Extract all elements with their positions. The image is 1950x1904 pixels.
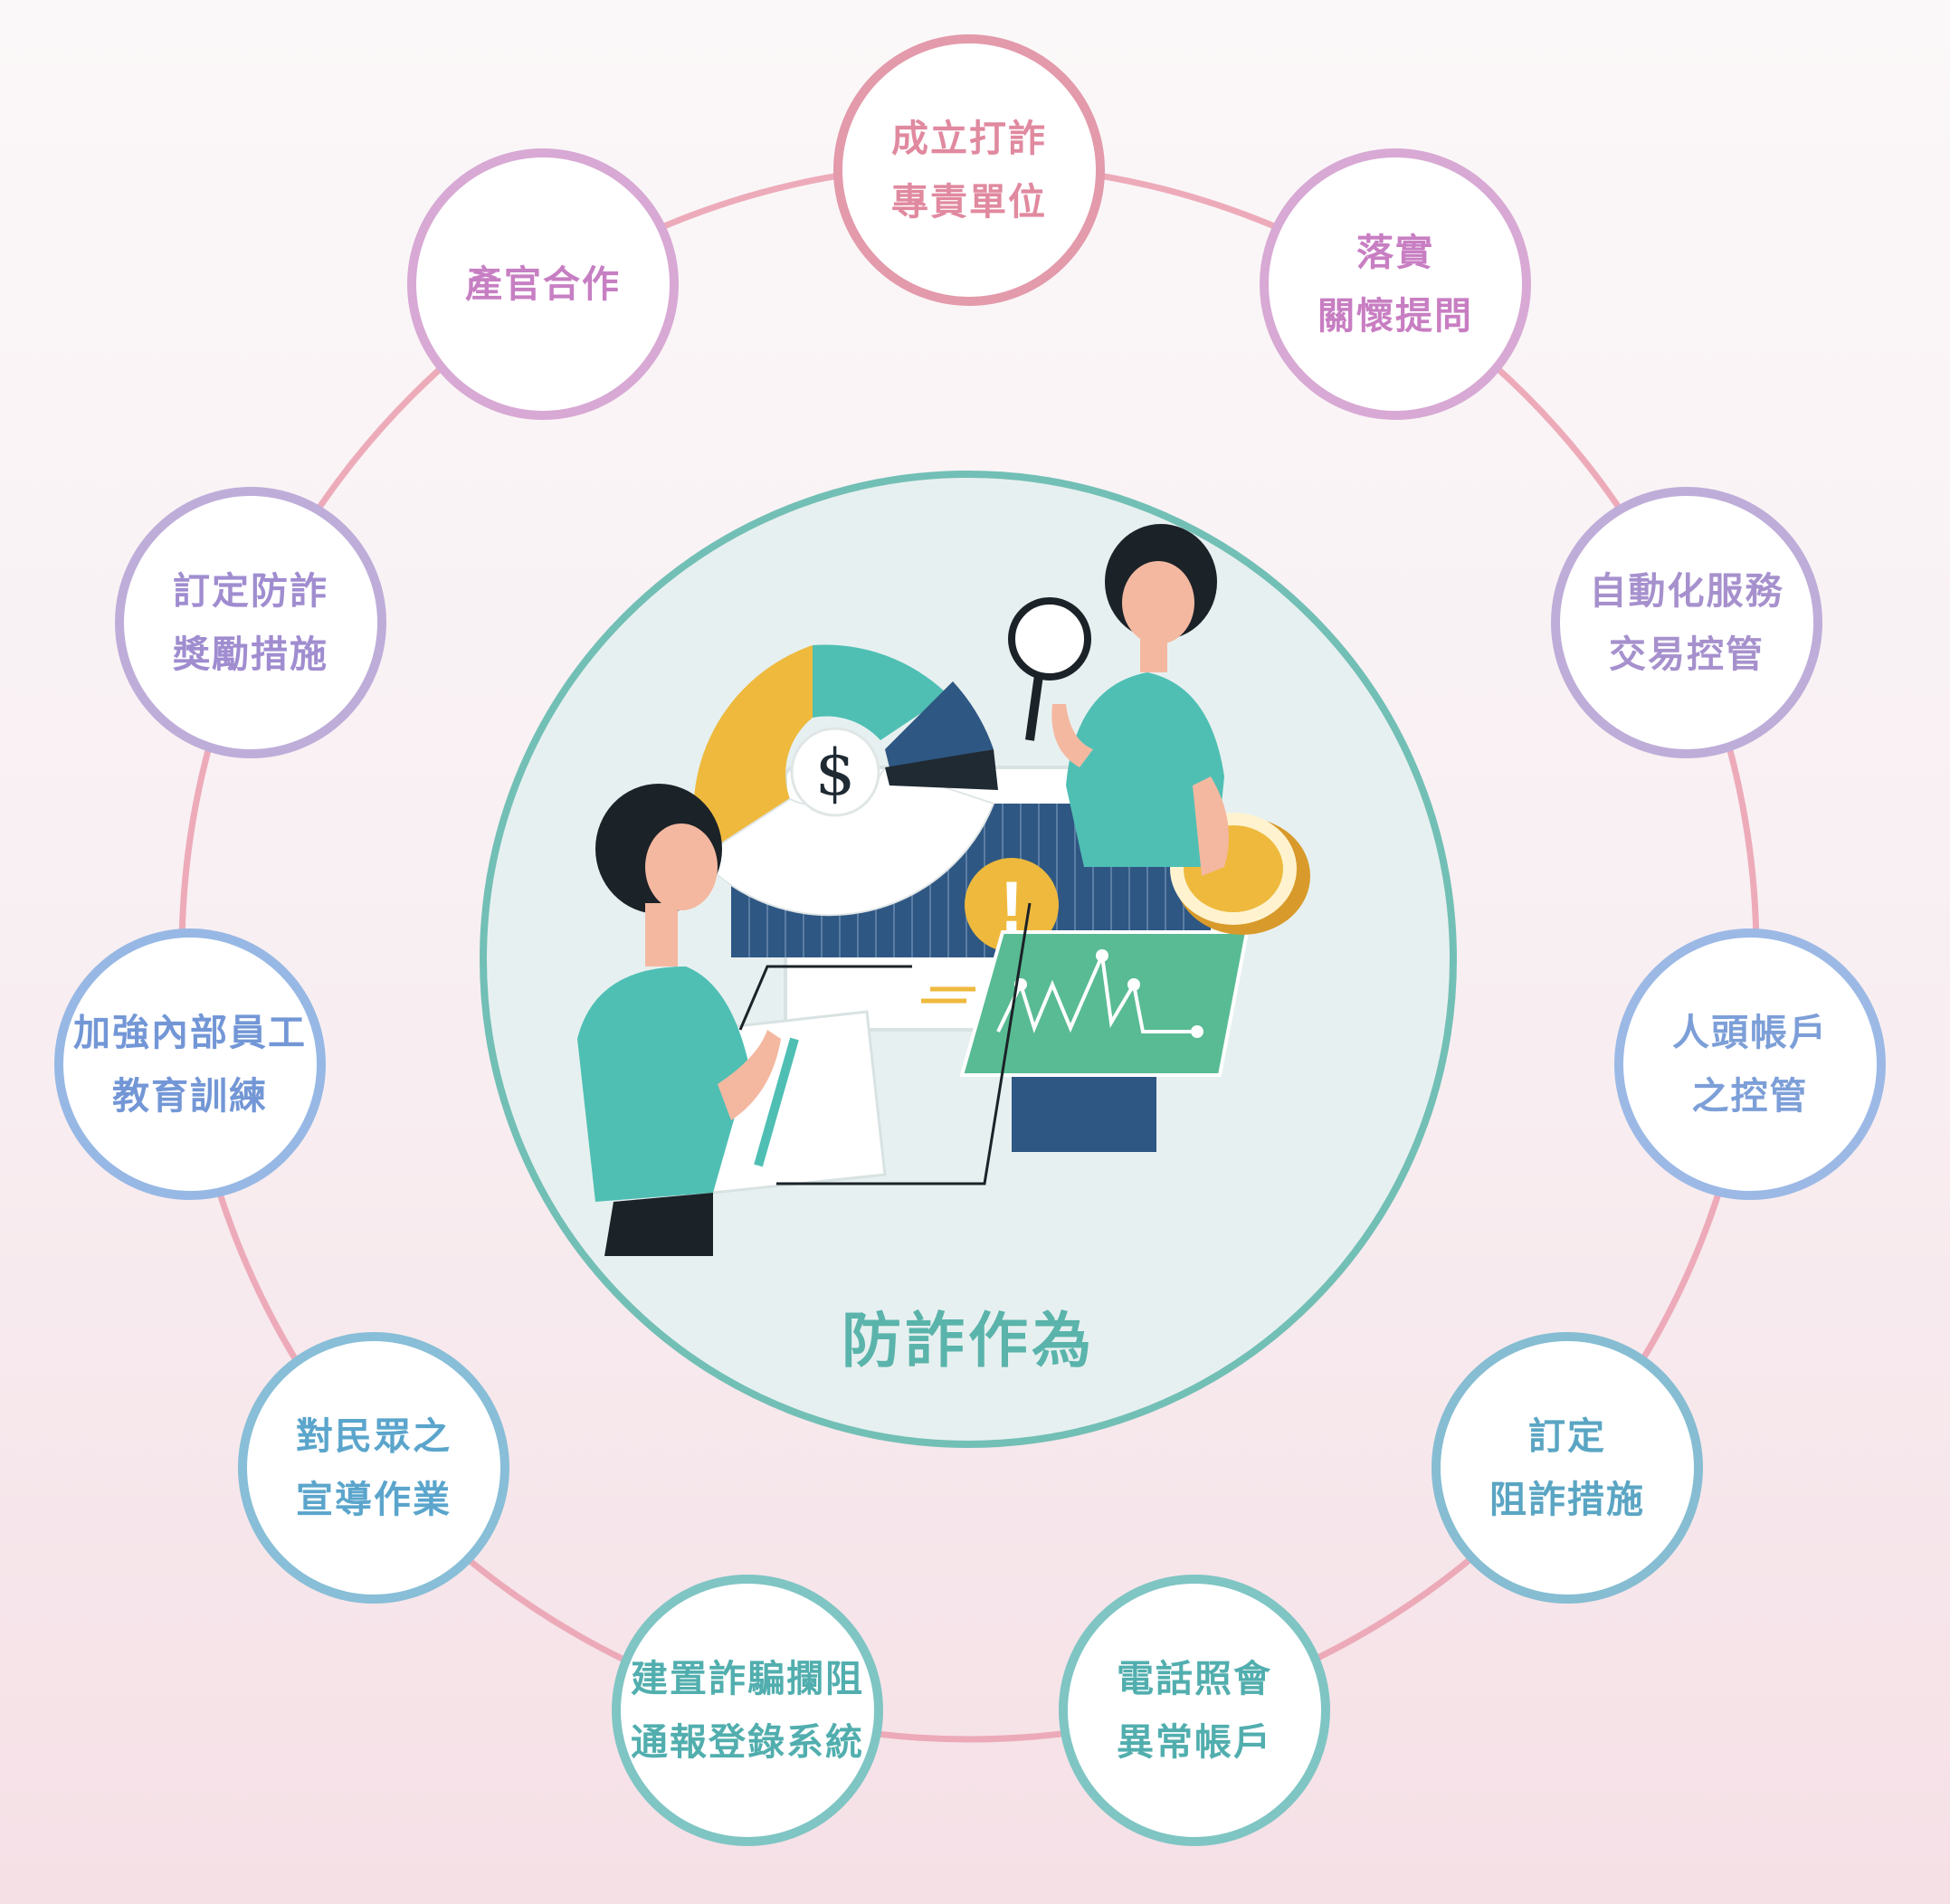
lower-bar-panel	[1012, 1066, 1156, 1152]
woman-pointing	[577, 784, 781, 1256]
node-circle: 訂定 阻詐措施	[1432, 1332, 1703, 1604]
alert-icon	[965, 858, 1059, 952]
node-circle: 落實 關懷提問	[1260, 148, 1531, 420]
dollar-symbol: $	[815, 736, 856, 810]
node-label: 電話照會 異常帳戶	[1117, 1657, 1272, 1764]
center-title: 防詐作為	[842, 1306, 1095, 1376]
node-circle: 產官合作	[407, 148, 679, 420]
dollar-coin-icon	[790, 727, 880, 817]
node-circle: 成立打詐 專責單位	[833, 34, 1105, 306]
node-label: 自動化服務 交易控管	[1589, 569, 1784, 676]
node-label: 對民眾之 宣導作業	[296, 1414, 452, 1521]
magnifier-icon	[1008, 597, 1091, 741]
donut-chart	[693, 644, 998, 917]
node-label: 人頭帳戶 之控管	[1672, 1011, 1828, 1118]
node-label: 訂定 阻詐措施	[1489, 1414, 1645, 1521]
center-circle: $ !	[480, 471, 1457, 1448]
fraud-prevention-illustration: $ !	[577, 524, 1310, 1256]
node-circle: 人頭帳戶 之控管	[1614, 928, 1886, 1200]
woman-with-magnifier	[1051, 524, 1229, 876]
node-label: 落實 關懷提問	[1317, 231, 1473, 338]
node-circle: 建置詐騙攔阻 通報登錄系統	[612, 1575, 883, 1846]
node-circle: 自動化服務 交易控管	[1551, 487, 1822, 758]
node-circle: 訂定防詐 獎勵措施	[115, 487, 386, 758]
line-chart-card	[959, 930, 1250, 1077]
node-label: 產官合作	[465, 262, 621, 306]
node-circle: 電話照會 異常帳戶	[1059, 1575, 1330, 1846]
node-label: 成立打詐 專責單位	[891, 117, 1047, 224]
node-circle: 對民眾之 宣導作業	[238, 1332, 509, 1604]
node-label: 訂定防詐 獎勵措施	[173, 569, 328, 676]
node-circle: 加強內部員工 教育訓練	[54, 928, 326, 1200]
node-label: 加強內部員工 教育訓練	[73, 1011, 307, 1118]
line-chart-trend	[996, 948, 1197, 1033]
node-label: 建置詐騙攔阻 通報登錄系統	[631, 1657, 864, 1764]
